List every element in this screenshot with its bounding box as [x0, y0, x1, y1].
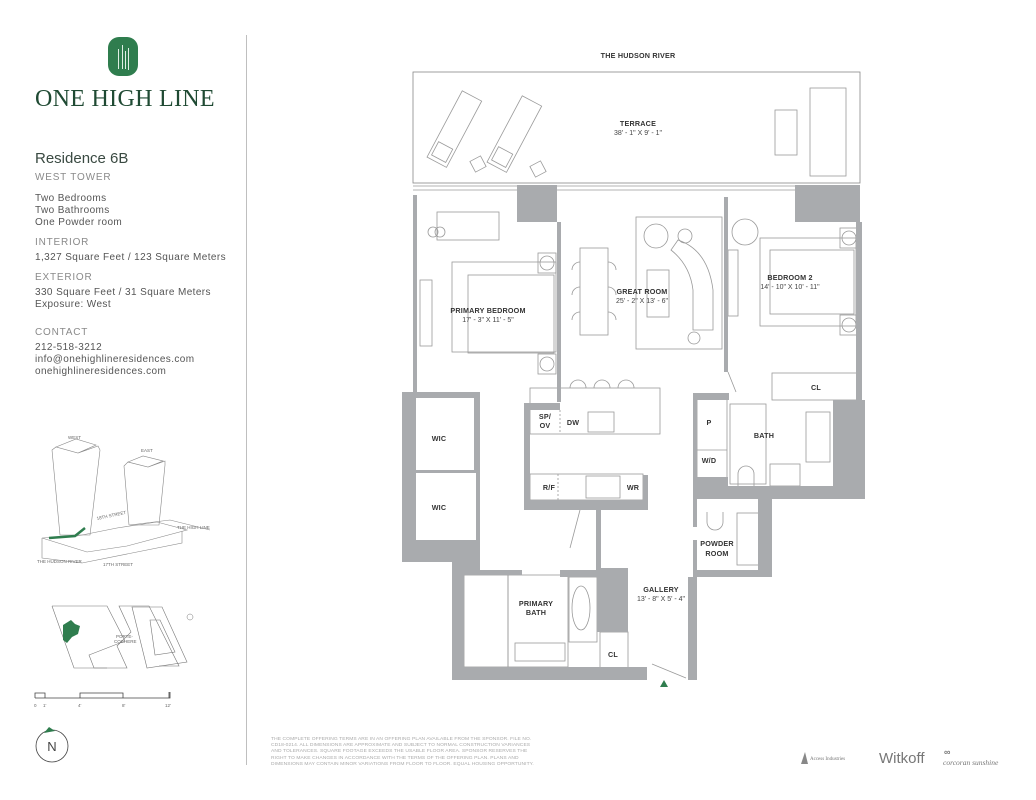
lounge-chair — [426, 90, 483, 168]
unit-highlight — [48, 527, 86, 540]
primary-bath-label: BATH — [526, 608, 546, 617]
primary-bedroom-dims: 17' - 3" X 11' - 5" — [462, 317, 514, 324]
access-industries-logo-icon — [801, 752, 808, 764]
bed — [769, 249, 855, 315]
coffee-table — [646, 269, 670, 318]
vanity — [514, 642, 566, 662]
room-count: Two Bedrooms — [35, 193, 107, 204]
interior-value: 1,327 Square Feet / 123 Square Meters — [35, 252, 227, 263]
dining-table — [579, 247, 609, 336]
contact-label: CONTACT — [35, 327, 89, 338]
bath-label: BATH — [754, 431, 774, 440]
scale-tick: 0 — [34, 703, 37, 708]
building-footprint — [63, 620, 80, 643]
exterior-label: EXTERIOR — [35, 272, 93, 283]
access-industries-logo: Access Industries — [810, 757, 846, 762]
brand-logo-icon — [108, 37, 138, 76]
compass-icon — [186, 613, 194, 621]
site-map — [51, 605, 188, 669]
river-label: THE HUDSON RIVER — [601, 51, 676, 60]
rug — [759, 237, 857, 327]
gallery-dims: 13' - 8" X 5' - 4" — [637, 596, 686, 603]
sp-ov-label: SP/ — [539, 412, 551, 421]
terrace-dims: 38' - 1" X 9' - 1" — [614, 130, 663, 137]
closet-label: CL — [811, 383, 821, 392]
high-line-label: THE HIGH LINE — [177, 525, 210, 530]
sink — [769, 463, 801, 487]
west-label: WEST — [68, 435, 81, 440]
bedroom-2-dims: 14' - 10" X 10' - 11" — [760, 284, 820, 291]
dw-label: DW — [567, 418, 579, 427]
scale-tick: 1' — [43, 703, 47, 708]
porte-cochere-label: COCHERE — [114, 639, 137, 644]
wic-label: WIC — [432, 503, 447, 512]
room-count: One Powder room — [35, 217, 123, 228]
walls — [402, 185, 865, 680]
porte-cochere-label: PORTE- — [116, 634, 133, 639]
wic-label: WIC — [432, 434, 447, 443]
rf-label: R/F — [543, 483, 556, 492]
scale-tick: 4' — [78, 703, 82, 708]
primary-bedroom-label: PRIMARY BEDROOM — [450, 306, 525, 315]
bathtub — [805, 411, 831, 463]
bed — [467, 274, 555, 354]
scale-bar — [34, 692, 171, 699]
street-18-label: 18TH STREET — [96, 510, 127, 521]
exterior-value: 330 Square Feet / 31 Square Meters — [35, 287, 211, 298]
residence-title: Residence 6B — [35, 150, 129, 167]
pantry-label: P — [707, 418, 712, 427]
contact-email[interactable]: info@onehighlineresidences.com — [35, 354, 195, 365]
rug — [451, 261, 557, 353]
north-pointer-icon — [44, 727, 55, 733]
great-room-label: GREAT ROOM — [617, 287, 668, 296]
closet-label: CL — [608, 650, 618, 659]
legal-disclaimer: THE COMPLETE OFFERING TERMS ARE IN AN OF… — [271, 737, 534, 767]
exposure: Exposure: West — [35, 299, 112, 310]
primary-bath-label: PRIMARY — [519, 599, 553, 608]
great-room-dims: 25' - 2" X 13' - 6" — [616, 298, 669, 305]
sofa — [670, 239, 714, 331]
brand-name: ONE HIGH LINE — [35, 86, 215, 112]
corcoran-mark-icon: ∞ — [944, 747, 951, 757]
entry-door — [651, 663, 687, 679]
gallery-label: GALLERY — [643, 585, 678, 594]
tower-label: WEST TOWER — [35, 172, 112, 183]
wr-label: WR — [627, 483, 640, 492]
room-count: Two Bathrooms — [35, 205, 110, 216]
plan-outlines — [412, 71, 861, 679]
bedroom-2-label: BEDROOM 2 — [767, 273, 812, 282]
powder-room-label: POWDER — [700, 539, 734, 548]
scale-tick: 8' — [122, 703, 126, 708]
sp-ov-label: OV — [540, 421, 551, 430]
divider — [246, 35, 247, 765]
witkoff-logo: Witkoff — [879, 750, 925, 767]
wd-label: W/D — [702, 456, 717, 465]
building-axonometric — [41, 438, 211, 564]
north-label: N — [47, 739, 56, 754]
contact-website[interactable]: onehighlineresidences.com — [35, 366, 167, 377]
bench — [436, 211, 500, 241]
powder-room-label: ROOM — [705, 549, 728, 558]
terrace-label: TERRACE — [620, 119, 656, 128]
lounge-chair — [486, 95, 543, 173]
scale-tick: 12' — [165, 703, 171, 708]
terrace-area — [412, 71, 861, 184]
contact-phone[interactable]: 212-518-3212 — [35, 342, 103, 353]
street-17-label: 17TH STREET — [103, 562, 133, 567]
rug — [635, 216, 723, 350]
east-label: EAST — [141, 448, 153, 453]
corcoran-sunshine-logo: corcoran sunshine — [943, 758, 999, 767]
hudson-label: THE HUDSON RIVER — [37, 559, 83, 564]
info-panel: ONE HIGH LINE Residence 6B WEST TOWER Tw… — [0, 0, 247, 800]
entry-marker-icon — [660, 680, 668, 687]
interior-label: INTERIOR — [35, 237, 90, 248]
